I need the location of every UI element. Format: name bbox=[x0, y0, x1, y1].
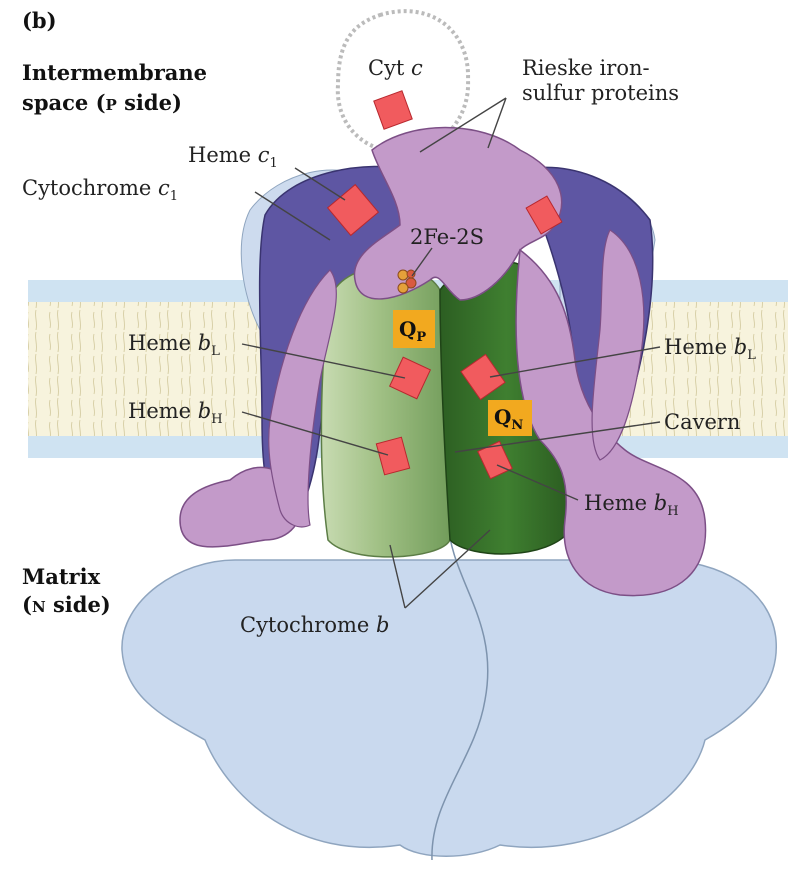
panel-label: (b) bbox=[22, 8, 57, 33]
rieske-label-line1: Rieske iron- bbox=[522, 56, 650, 80]
cytochrome-b-label: Cytochrome b bbox=[240, 613, 389, 637]
cavern-label: Cavern bbox=[664, 410, 740, 434]
intermembrane-label-line1: Intermembrane bbox=[22, 60, 207, 85]
heme-bl-right-label: Heme bL bbox=[664, 335, 756, 363]
heme-c1-label: Heme c1 bbox=[188, 143, 278, 171]
cytochrome-b-monomer-light bbox=[321, 267, 455, 557]
heme-bh-left-label: Heme bH bbox=[128, 399, 223, 427]
cyt-c-label: Cyt c bbox=[368, 56, 423, 80]
qp-site: QP bbox=[393, 310, 435, 348]
cytochrome-c1-label: Cytochrome c1 bbox=[22, 176, 178, 204]
intermembrane-label-line2: space (P side) bbox=[22, 90, 182, 115]
matrix-label-line1: Matrix bbox=[22, 564, 101, 589]
fe-s-label: 2Fe-2S bbox=[410, 225, 484, 249]
rieske-label-line2: sulfur proteins bbox=[522, 81, 679, 105]
heme-bl-left-label: Heme bL bbox=[128, 331, 220, 359]
qn-site: QN bbox=[488, 400, 532, 436]
heme-bh-right-label: Heme bH bbox=[584, 491, 679, 519]
matrix-label-line2: (N side) bbox=[22, 592, 111, 617]
